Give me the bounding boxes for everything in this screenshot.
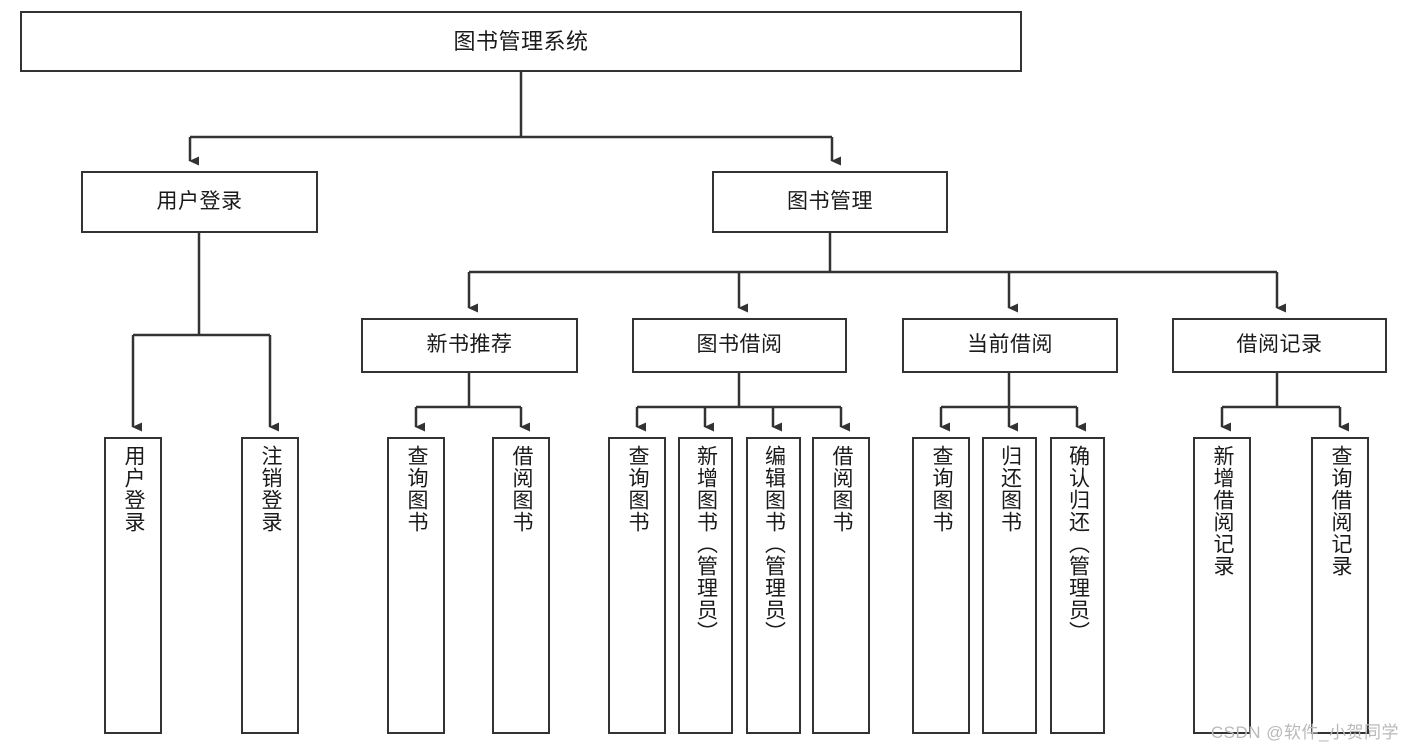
node-borrow-record[interactable]: 借阅记录 [1172, 318, 1387, 373]
node-leaf-confirm-return-label: 确认归还（管理员） [1066, 445, 1090, 643]
node-leaf-return-book[interactable]: 归还图书 [982, 437, 1037, 734]
node-leaf-query-record[interactable]: 查询借阅记录 [1311, 437, 1369, 734]
node-leaf-edit-book-label: 编辑图书（管理员） [762, 445, 786, 643]
node-leaf-query-book-2-label: 查询图书 [626, 445, 650, 533]
node-book-borrow-label: 图书借阅 [696, 333, 783, 357]
node-current-borrow[interactable]: 当前借阅 [902, 318, 1118, 373]
node-current-borrow-label: 当前借阅 [967, 333, 1053, 357]
node-leaf-borrow-book-2[interactable]: 借阅图书 [812, 437, 870, 734]
node-new-book-rec[interactable]: 新书推荐 [361, 318, 578, 373]
node-new-book-rec-label: 新书推荐 [426, 333, 513, 357]
node-book-manage[interactable]: 图书管理 [712, 171, 948, 233]
node-root-label: 图书管理系统 [453, 28, 589, 54]
node-leaf-query-book-3[interactable]: 查询图书 [912, 437, 970, 734]
node-user-login-label: 用户登录 [156, 189, 243, 213]
node-leaf-add-record-label: 新增借阅记录 [1211, 445, 1235, 577]
node-leaf-add-record[interactable]: 新增借阅记录 [1193, 437, 1251, 734]
node-borrow-record-label: 借阅记录 [1236, 333, 1323, 357]
node-leaf-user-login-label: 用户登录 [122, 445, 146, 533]
node-root[interactable]: 图书管理系统 [20, 11, 1022, 72]
node-user-login[interactable]: 用户登录 [81, 171, 318, 233]
node-leaf-return-book-label: 归还图书 [998, 445, 1022, 533]
node-leaf-add-book[interactable]: 新增图书（管理员） [678, 437, 733, 734]
node-leaf-logout-label: 注销登录 [259, 445, 283, 533]
node-leaf-logout[interactable]: 注销登录 [241, 437, 299, 734]
node-leaf-add-book-label: 新增图书（管理员） [694, 445, 718, 643]
node-leaf-borrow-book-1-label: 借阅图书 [510, 445, 534, 533]
node-leaf-borrow-book-1[interactable]: 借阅图书 [492, 437, 550, 734]
csdn-watermark: CSDN @软件_小贺同学 [1210, 723, 1399, 742]
node-leaf-edit-book[interactable]: 编辑图书（管理员） [746, 437, 801, 734]
node-leaf-query-book-2[interactable]: 查询图书 [608, 437, 666, 734]
node-book-manage-label: 图书管理 [787, 189, 873, 213]
node-leaf-query-book-1[interactable]: 查询图书 [387, 437, 445, 734]
node-leaf-query-record-label: 查询借阅记录 [1329, 445, 1353, 577]
node-leaf-user-login[interactable]: 用户登录 [104, 437, 162, 734]
node-leaf-confirm-return[interactable]: 确认归还（管理员） [1050, 437, 1105, 734]
node-leaf-query-book-3-label: 查询图书 [930, 445, 954, 533]
node-book-borrow[interactable]: 图书借阅 [632, 318, 847, 373]
node-leaf-borrow-book-2-label: 借阅图书 [830, 445, 854, 533]
node-leaf-query-book-1-label: 查询图书 [405, 445, 429, 533]
